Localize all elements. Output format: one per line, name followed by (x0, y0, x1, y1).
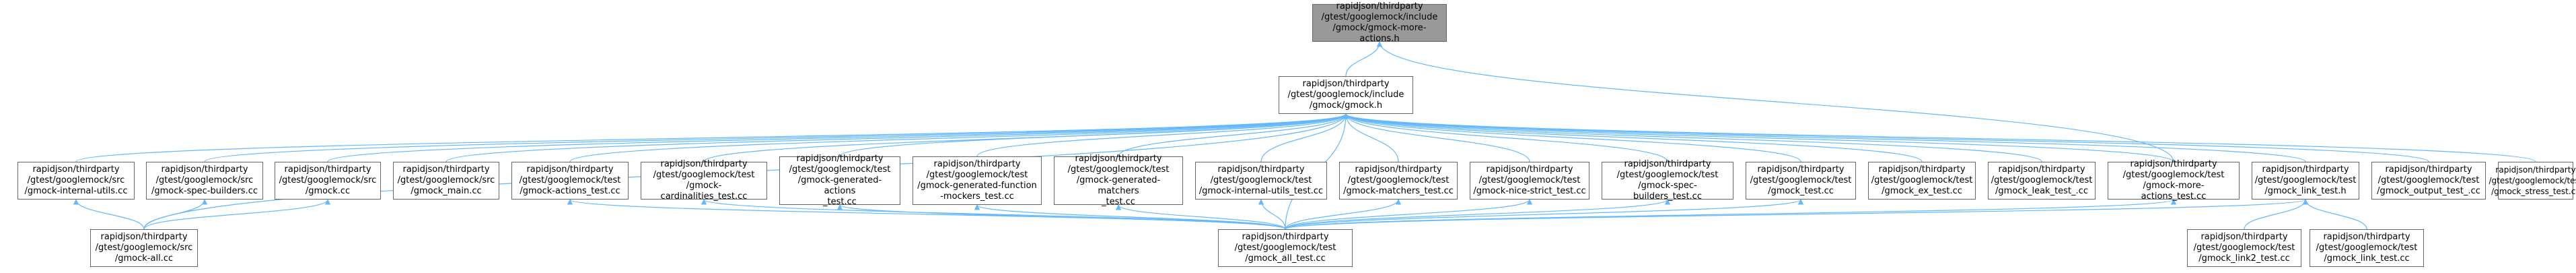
edge-all-test-to-gmock_test (1285, 199, 1803, 230)
edge-leak_test-to-gmock-h (1343, 113, 2042, 162)
edge-output_test-to-gmock-h (1343, 113, 2429, 162)
edge-link_test_h-to-gmock-h (1343, 113, 2306, 162)
node-gmock-ex-test-cc[interactable]: rapidjson/thirdparty /gtest/googlemock/t… (1868, 162, 1976, 200)
edge-internal_utils_test-to-gmock-h (1260, 113, 1349, 162)
edge-more_actions_test-to-gmock-h (1343, 113, 2174, 162)
node-gmock-link2-test-cc[interactable]: rapidjson/thirdparty /gtest/googlemock/t… (2187, 229, 2301, 267)
edge-gmock-all-cc-to-internal_utils_cc (73, 199, 145, 230)
edge-spec_builders_test-to-gmock-h (1343, 113, 1668, 162)
node-gmock-all-test-cc[interactable]: rapidjson/thirdparty /gtest/googlemock/t… (1218, 229, 1353, 267)
node-gmock-output-test-cc[interactable]: rapidjson/thirdparty /gtest/googlemock/t… (2371, 162, 2486, 200)
node-gmock-nice-strict-test-cc[interactable]: rapidjson/thirdparty /gtest/googlemock/t… (1470, 162, 1589, 200)
edge-gmock-all-cc-to-spec_builders_cc (143, 199, 208, 230)
edge-all-test-to-link_test_h (1285, 199, 2308, 230)
node-gmock-internal-utils-test-cc[interactable]: rapidjson/thirdparty /gtest/googlemock/t… (1195, 162, 1327, 200)
node-gmock-cc[interactable]: rapidjson/thirdparty /gtest/googlemock/s… (275, 162, 381, 200)
edge-generated_function_mockers_test-to-gmock-h (976, 113, 1349, 157)
edge-all-test-to-spec_builders_test (1285, 199, 1671, 230)
edge-link2-test-to-link-test-h (2244, 199, 2309, 230)
edge-all-test-to-internal_utils_test (1258, 199, 1286, 230)
edge-link-test-cc-to-link-test-h (2302, 199, 2367, 230)
node-gmock-test-cc[interactable]: rapidjson/thirdparty /gtest/googlemock/t… (1746, 162, 1856, 200)
node-gmock-h[interactable]: rapidjson/thirdparty /gtest/googlemock/i… (1279, 76, 1413, 114)
edge-nice_strict_test-to-gmock-h (1343, 113, 1530, 162)
node-gmock-link-test-cc[interactable]: rapidjson/thirdparty /gtest/googlemock/t… (2310, 229, 2424, 267)
node-gmock-spec-builders-test-cc[interactable]: rapidjson/thirdparty /gtest/googlemock/t… (1602, 159, 1733, 202)
node-gmock-matchers-test-cc[interactable]: rapidjson/thirdparty /gtest/googlemock/t… (1339, 162, 1458, 200)
node-gmock-internal-utils-cc[interactable]: rapidjson/thirdparty /gtest/googlemock/s… (17, 162, 135, 200)
edge-stress_test-to-gmock-h (1343, 113, 2536, 162)
edge-all-test-to-matchers_test (1285, 199, 1402, 230)
edge-gmock-h-to-more-actions (1345, 41, 1383, 77)
edge-all-test-to-generated_matchers_test (1115, 204, 1286, 230)
edge-gmock_test-to-gmock-h (1343, 113, 1801, 162)
edge-gmock-all-cc-to-gmock_cc (143, 199, 331, 230)
edge-all-test-to-nice_strict_test (1285, 199, 1533, 230)
edge-all-test-to-generated_function_mockers_test (974, 204, 1286, 230)
node-gmock-generated-function-mockers-test-cc[interactable]: rapidjson/thirdparty /gtest/googlemock/t… (913, 156, 1042, 205)
node-gmock-link-test-h[interactable]: rapidjson/thirdparty /gtest/googlemock/t… (2252, 162, 2359, 200)
edge-actions_test-to-gmock-h (569, 113, 1349, 162)
edge-more-actions-test-to-more-actions (1376, 41, 2174, 162)
edge-generated_actions_test-to-gmock-h (839, 113, 1349, 157)
node-gmock-all-cc[interactable]: rapidjson/thirdparty /gtest/googlemock/s… (90, 229, 198, 267)
node-gmock-main-cc[interactable]: rapidjson/thirdparty /gtest/googlemock/s… (393, 162, 499, 200)
node-gmock-leak-test-cc[interactable]: rapidjson/thirdparty /gtest/googlemock/t… (1988, 162, 2096, 200)
edge-all-test-to-generated_actions_test (837, 204, 1286, 230)
node-gmock-generated-actions-test-cc[interactable]: rapidjson/thirdparty /gtest/googlemock/t… (779, 154, 900, 207)
node-gmock-actions-test-cc[interactable]: rapidjson/thirdparty /gtest/googlemock/t… (511, 162, 629, 200)
node-gmock-spec-builders-cc[interactable]: rapidjson/thirdparty /gtest/googlemock/s… (146, 162, 263, 200)
edge-matchers_test-to-gmock-h (1343, 113, 1399, 162)
edge-all-test-to-more_actions_test (1285, 199, 2176, 230)
edge-generated_matchers_test-to-gmock-h (1118, 113, 1349, 157)
edge-ex_test-to-gmock-h (1343, 113, 1923, 162)
node-gmock-generated-matchers-test-cc[interactable]: rapidjson/thirdparty /gtest/googlemock/t… (1054, 154, 1183, 207)
node-gmock-more-actions-test-cc[interactable]: rapidjson/thirdparty /gtest/googlemock/t… (2108, 159, 2240, 202)
node-gmock-cardinalities-test-cc[interactable]: rapidjson/thirdparty /gtest/googlemock/t… (641, 159, 767, 202)
node-gmock-stress-test-cc[interactable]: rapidjson/thirdparty /gtest/googlemock/t… (2489, 162, 2576, 200)
node-gmock-more-actions-h[interactable]: rapidjson/thirdparty /gtest/googlemock/i… (1312, 1, 1447, 44)
